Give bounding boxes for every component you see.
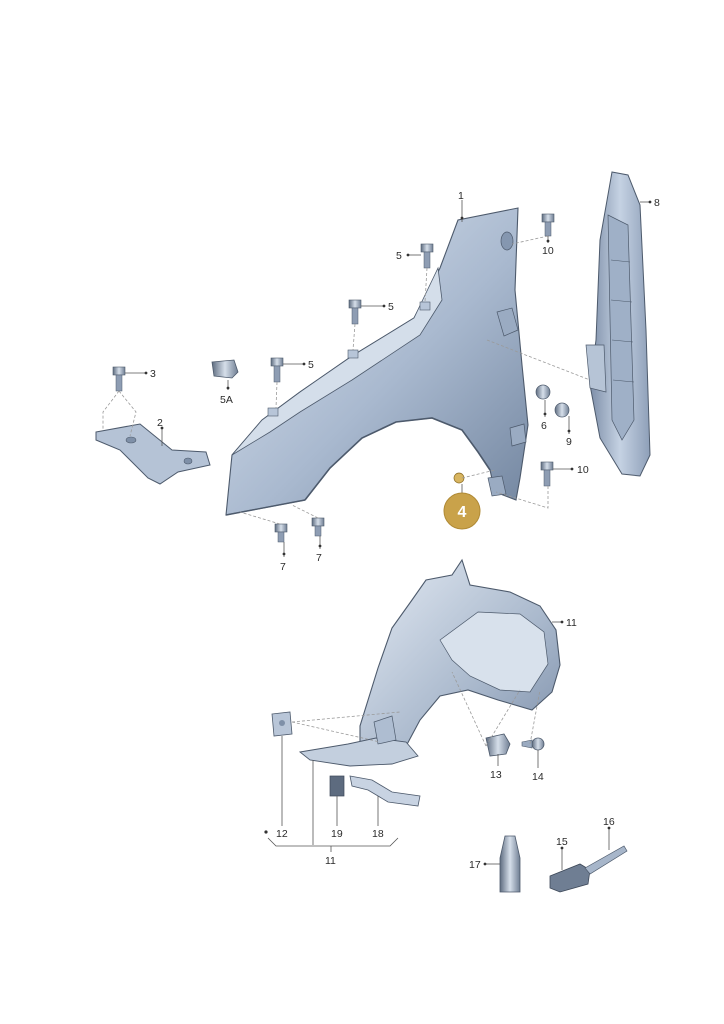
bolt-7-b	[311, 517, 325, 537]
bolt-5-left	[270, 357, 284, 383]
callout-4: 4	[458, 504, 467, 521]
expansion-nut-part-13	[485, 733, 511, 757]
callout-5-mid: 5	[388, 301, 394, 313]
bushing-part-5A	[211, 359, 239, 379]
seal-strip-part	[585, 171, 651, 477]
pad-part-19	[329, 775, 345, 797]
callout-5-left: 5	[308, 359, 314, 371]
wing-panel-part	[225, 207, 529, 516]
nut-9	[554, 402, 570, 418]
callout-13: 13	[490, 769, 502, 781]
callout-1: 1	[458, 190, 464, 202]
callout-5A: 5A	[220, 394, 233, 406]
sealant-cartridge-part-17	[499, 835, 521, 893]
bolt-parts	[112, 213, 570, 543]
callout-15: 15	[556, 836, 568, 848]
leader-lines	[125, 200, 652, 870]
callout-7-b: 7	[316, 552, 322, 564]
callout-5-top: 5	[396, 250, 402, 262]
screw-part-14	[521, 737, 545, 751]
nut-6	[535, 384, 551, 400]
callout-16: 16	[603, 816, 615, 828]
callout-7-a: 7	[280, 561, 286, 573]
callout-10-top: 10	[542, 245, 554, 257]
callout-2: 2	[157, 417, 163, 429]
callout-6: 6	[541, 420, 547, 432]
bolt-10-top	[541, 213, 555, 237]
callout-11-liner: 11	[566, 617, 577, 629]
callout-9: 9	[566, 436, 572, 448]
bolt-7-a	[274, 523, 288, 543]
assembly-lines	[102, 235, 591, 747]
callout-12: 12	[276, 828, 288, 840]
callout-10-low: 10	[577, 464, 589, 476]
callout-19: 19	[331, 828, 343, 840]
wheel-housing-liner-part	[298, 558, 561, 767]
bracket-part	[95, 423, 211, 485]
highlight-badge: 4	[443, 484, 481, 530]
callout-17: 17	[469, 859, 481, 871]
bolt-5-mid	[348, 299, 362, 325]
callout-8: 8	[654, 197, 660, 209]
callout-14: 14	[532, 771, 544, 783]
bolt-10-low	[540, 461, 554, 487]
bolt-5-top	[420, 243, 434, 269]
callout-labels: 1 2 3 5 5 5 5A 6 7 7 8 9 10 10 11 11 12 …	[150, 190, 660, 871]
clip-part-12	[271, 711, 293, 737]
bolt-3	[112, 366, 126, 392]
nut-4	[453, 472, 465, 484]
strip-part-18	[349, 775, 421, 807]
callout-3: 3	[150, 368, 156, 380]
callout-18: 18	[372, 828, 384, 840]
callout-11-group: 11	[325, 855, 336, 867]
applicator-part-15	[549, 863, 591, 893]
nozzle-part-16	[584, 845, 628, 875]
